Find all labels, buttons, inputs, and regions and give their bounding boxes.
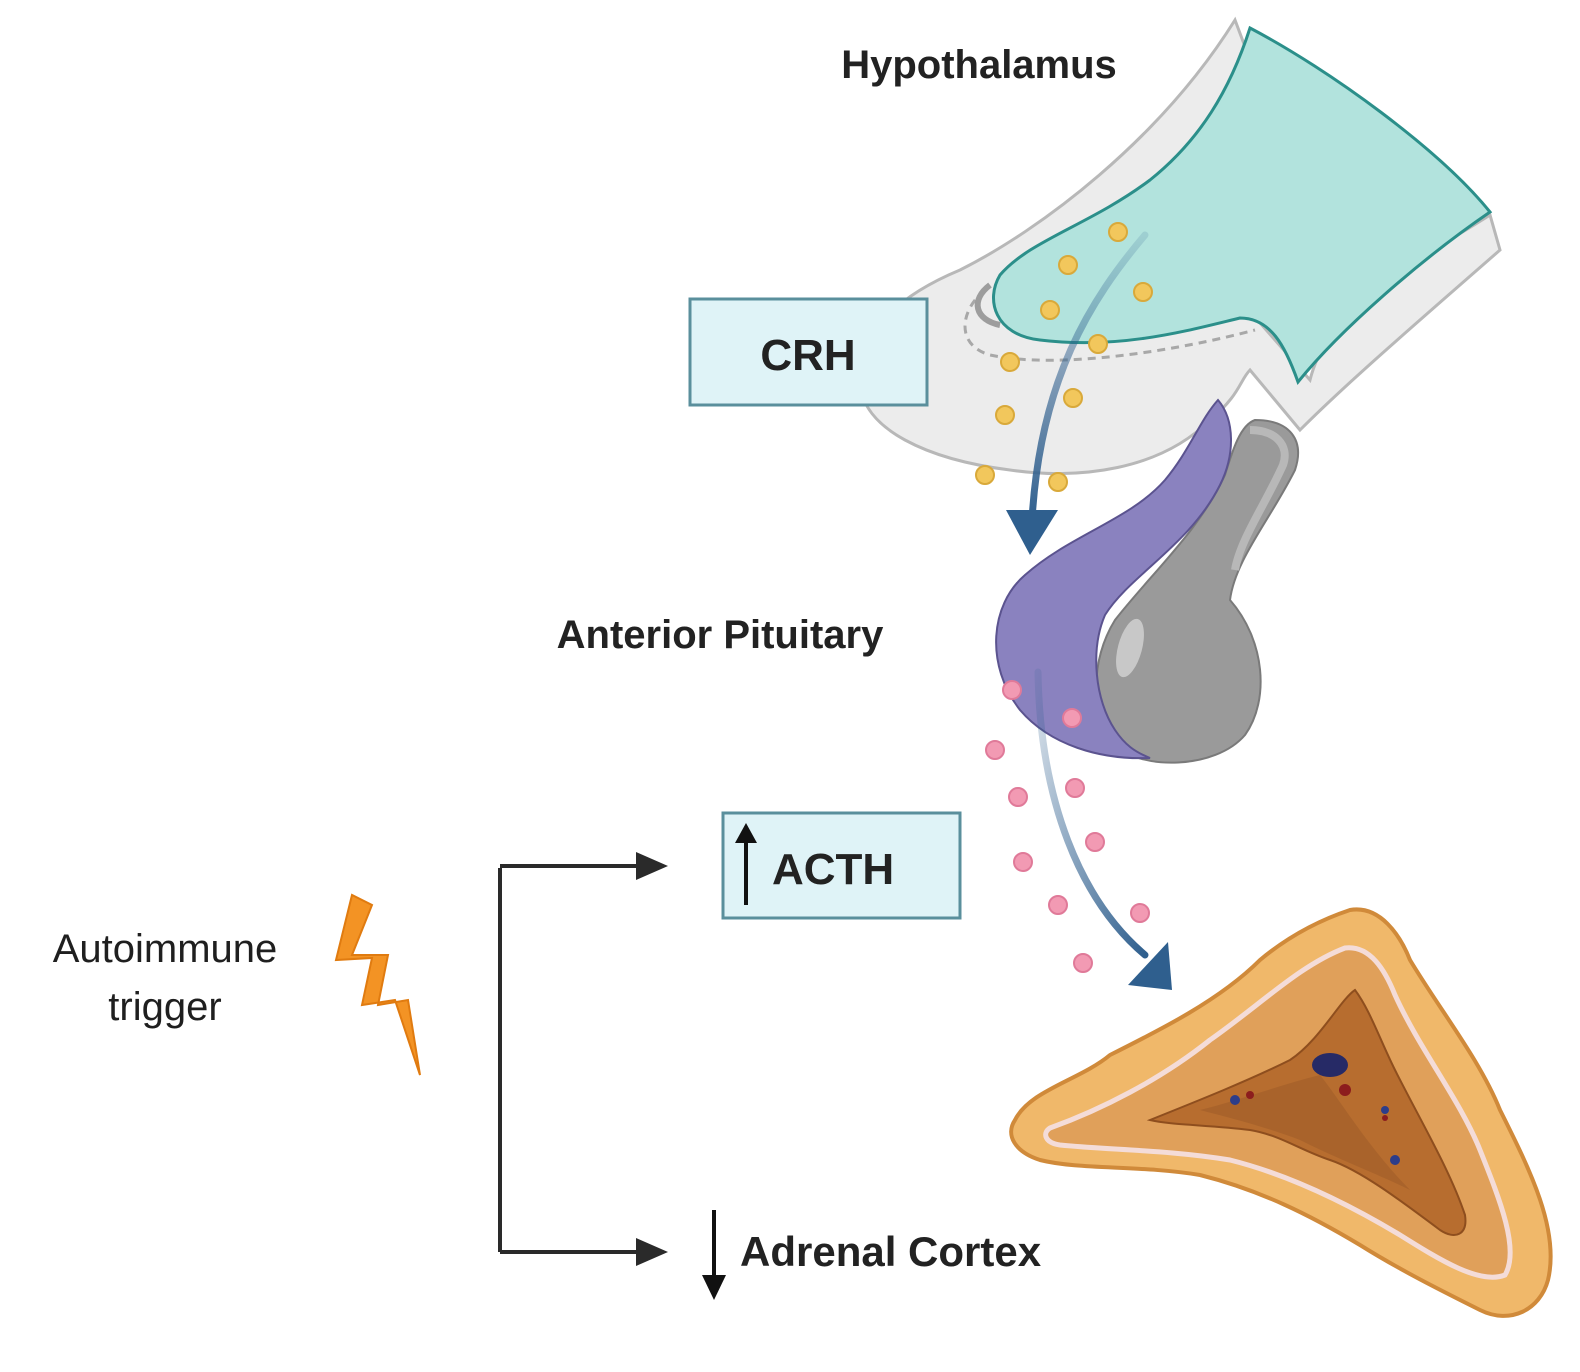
- adrenal-gland: [1009, 907, 1553, 1318]
- hypothalamus-shape: [992, 25, 1493, 386]
- acth-label: ACTH: [772, 845, 894, 894]
- acth-label-box: ACTH: [721, 811, 962, 920]
- crh-flow-arrow: [1006, 231, 1149, 555]
- lightning-bolt-icon: [334, 893, 421, 1076]
- adrenal-cortex-label: Adrenal Cortex: [740, 1228, 1042, 1275]
- posterior-pituitary: [1095, 418, 1300, 764]
- arrow-up-icon: [735, 823, 757, 905]
- crh-particles: [975, 222, 1153, 492]
- acth-flow-arrow: [1034, 668, 1172, 990]
- anterior-pituitary-label: Anterior Pituitary: [557, 613, 884, 657]
- crh-label: CRH: [760, 331, 855, 380]
- anterior-pituitary: [995, 398, 1232, 760]
- connector-arrowhead-acth: [636, 852, 668, 880]
- crh-label-box: CRH: [688, 297, 929, 407]
- acth-particles: [985, 680, 1150, 973]
- autoimmune-trigger-label-line1: Autoimmune: [53, 927, 278, 971]
- arrow-down-icon: [702, 1210, 726, 1300]
- hypothalamus-label: Hypothalamus: [841, 43, 1117, 87]
- trigger-connector: [498, 864, 640, 1254]
- connector-arrowhead-adrenal: [636, 1238, 668, 1266]
- autoimmune-trigger-label-line2: trigger: [108, 985, 221, 1029]
